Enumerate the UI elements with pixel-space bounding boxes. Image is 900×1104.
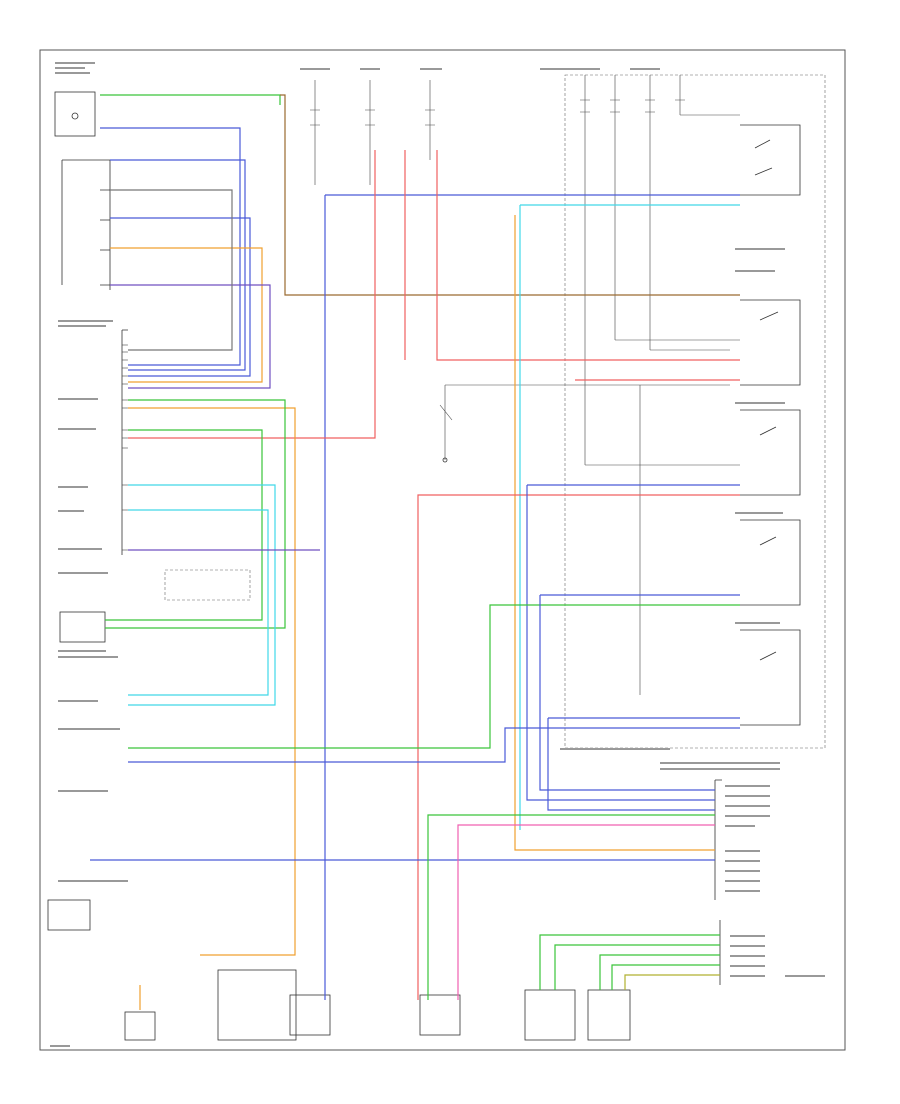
wire-brown-main bbox=[280, 94, 740, 296]
wire-pink-bottom bbox=[457, 824, 715, 1000]
wire-red-center bbox=[128, 150, 406, 439]
wire-blue-lower bbox=[128, 727, 740, 763]
wire-blue-3 bbox=[110, 217, 251, 377]
bottom-module-d bbox=[524, 989, 576, 1041]
bottom-module-c bbox=[419, 994, 461, 1036]
bottom-module-a bbox=[217, 969, 297, 1041]
bottom-module-b bbox=[289, 994, 331, 1036]
wire-gray-1 bbox=[110, 189, 233, 351]
label-marks bbox=[50, 62, 825, 1047]
top-left-module bbox=[54, 91, 96, 137]
wire-red-long bbox=[417, 494, 740, 1000]
top-fuses bbox=[310, 75, 685, 465]
right-relay-column bbox=[740, 124, 801, 726]
left-relay-box bbox=[164, 569, 251, 601]
wire-purple-1 bbox=[110, 284, 271, 389]
wire-blue-1 bbox=[100, 127, 241, 366]
wire-green-2 bbox=[105, 399, 286, 629]
wire-pink-right bbox=[436, 150, 740, 361]
wire-green-br-3 bbox=[599, 954, 720, 990]
wire-green-top bbox=[100, 94, 281, 105]
wire-blue-2 bbox=[110, 159, 246, 371]
lower-right-connector bbox=[714, 779, 722, 900]
wire-green-mid bbox=[128, 604, 740, 749]
wire-orange-1 bbox=[110, 247, 263, 383]
left-sensor-box bbox=[59, 611, 106, 643]
wire-green-br-4 bbox=[611, 964, 720, 990]
wire-cyan-2 bbox=[128, 484, 276, 706]
left-switch-bracket bbox=[61, 159, 111, 290]
wire-orange-2 bbox=[128, 407, 296, 956]
lower-left-sensor bbox=[47, 899, 91, 931]
wire-blue-mid-drop bbox=[526, 485, 715, 801]
wire-green-br-2 bbox=[554, 944, 720, 990]
wire-green-br-1 bbox=[539, 934, 720, 990]
wire-blue-lower3 bbox=[547, 717, 740, 811]
bottom-left-connector bbox=[124, 1011, 156, 1041]
wires bbox=[90, 94, 740, 1010]
components bbox=[47, 74, 826, 1041]
wire-olive-br bbox=[624, 974, 720, 990]
wire-green-3 bbox=[105, 429, 263, 621]
right-enclosure bbox=[564, 74, 826, 749]
main-module-connector bbox=[121, 329, 128, 555]
wire-green-bottom bbox=[427, 814, 715, 1000]
wire-orange-tall bbox=[514, 215, 715, 851]
diagram-frame bbox=[39, 49, 846, 1051]
bottom-module-e bbox=[587, 989, 631, 1041]
wire-blue-lower2 bbox=[539, 594, 740, 791]
wire-cyan-3 bbox=[128, 509, 269, 696]
center-switch bbox=[439, 384, 730, 460]
